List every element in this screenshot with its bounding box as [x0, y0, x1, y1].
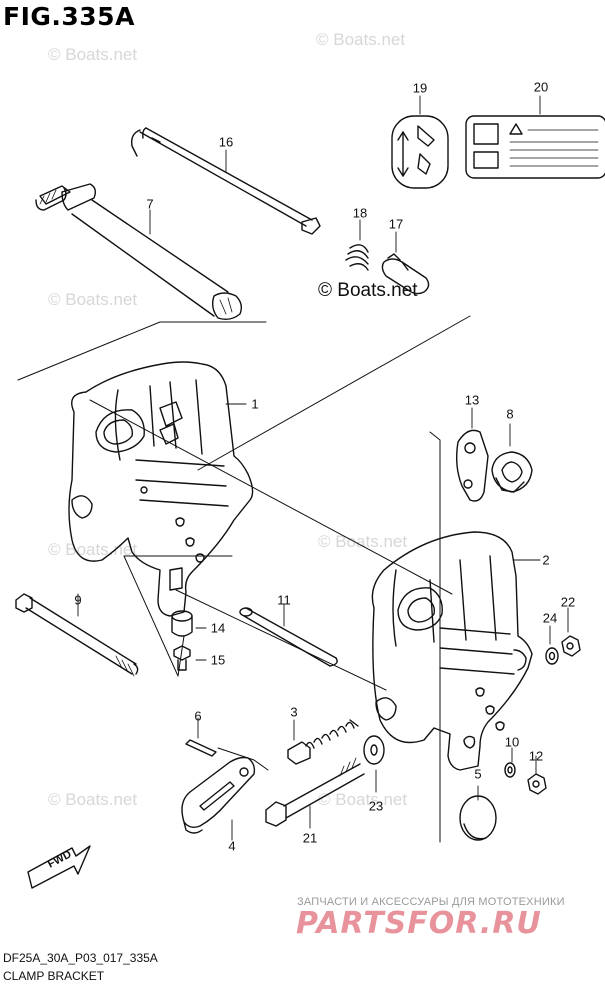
part-18-spring: [345, 244, 369, 271]
assembly-lines: [17, 315, 471, 843]
part-5-pad: [459, 795, 497, 841]
part-1-clamp-bracket: [68, 361, 254, 617]
callout-20: 20: [533, 79, 549, 95]
callout-3: 3: [290, 704, 298, 720]
shop-tagline: ЗАПЧАСТИ И АКСЕССУАРЫ ДЛЯ МОТОТЕХНИКИ: [297, 896, 565, 908]
watermark: © Boats.net: [48, 45, 138, 64]
part-16-rod: [130, 127, 321, 235]
part-20-label: [465, 115, 605, 179]
callout-6: 6: [194, 708, 202, 724]
shop-logo: PARTSFOR.RU: [296, 906, 542, 941]
watermark: © Boats.net: [48, 290, 138, 309]
callout-5: 5: [474, 766, 482, 782]
watermark-center: © Boats.net: [318, 280, 418, 301]
callout-24: 24: [542, 610, 558, 626]
part-9-bolt: [15, 593, 139, 677]
callout-15: 15: [210, 652, 226, 668]
callout-22: 22: [560, 594, 576, 610]
callout-19: 19: [412, 80, 428, 96]
part-15-bolt: [173, 645, 191, 671]
callout-18: 18: [352, 205, 368, 221]
diagram-name: CLAMP BRACKET: [3, 969, 105, 983]
fwd-arrow-icon: [27, 845, 91, 889]
callout-10: 10: [504, 734, 520, 750]
part-23-washer: [363, 735, 385, 765]
part-4-lever: [181, 756, 256, 834]
callout-14: 14: [210, 620, 226, 636]
callout-4: 4: [228, 838, 236, 854]
part-3-spring: [287, 719, 359, 765]
callout-12: 12: [528, 748, 544, 764]
part-12-nut: [527, 773, 547, 795]
callout-16: 16: [218, 134, 234, 150]
part-21-bolt: [265, 757, 365, 827]
callout-21: 21: [302, 830, 318, 846]
watermark: © Boats.net: [48, 790, 138, 809]
watermark: © Boats.net: [318, 532, 408, 551]
part-7-tilt-tube: [35, 183, 243, 321]
part-11-shaft: [239, 607, 338, 667]
part-22-nut: [561, 635, 581, 657]
callout-13: 13: [464, 392, 480, 408]
part-24-washer: [545, 647, 559, 665]
watermark: © Boats.net: [316, 30, 406, 49]
watermark: © Boats.net: [318, 790, 408, 809]
callout-8: 8: [506, 406, 514, 422]
callout-9: 9: [74, 592, 82, 608]
watermark: © Boats.net: [48, 540, 138, 559]
callout-17: 17: [388, 216, 404, 232]
callout-11: 11: [277, 592, 291, 608]
callout-1: 1: [251, 396, 259, 412]
part-6-pin: [185, 739, 217, 757]
part-10-washer: [504, 762, 516, 778]
part-19-decal: [391, 115, 449, 189]
callout-2: 2: [542, 552, 550, 568]
diagram-code: DF25A_30A_P03_017_335A: [3, 951, 158, 965]
callout-23: 23: [368, 798, 384, 814]
part-8-nut: [491, 451, 533, 493]
part-13-plate: [455, 429, 489, 502]
part-2-clamp-bracket: [371, 531, 533, 771]
callout-7: 7: [146, 196, 154, 212]
part-14-bushing: [171, 610, 193, 637]
part-17-pin: [381, 253, 430, 295]
figure-title: FIG.335A: [3, 2, 135, 31]
